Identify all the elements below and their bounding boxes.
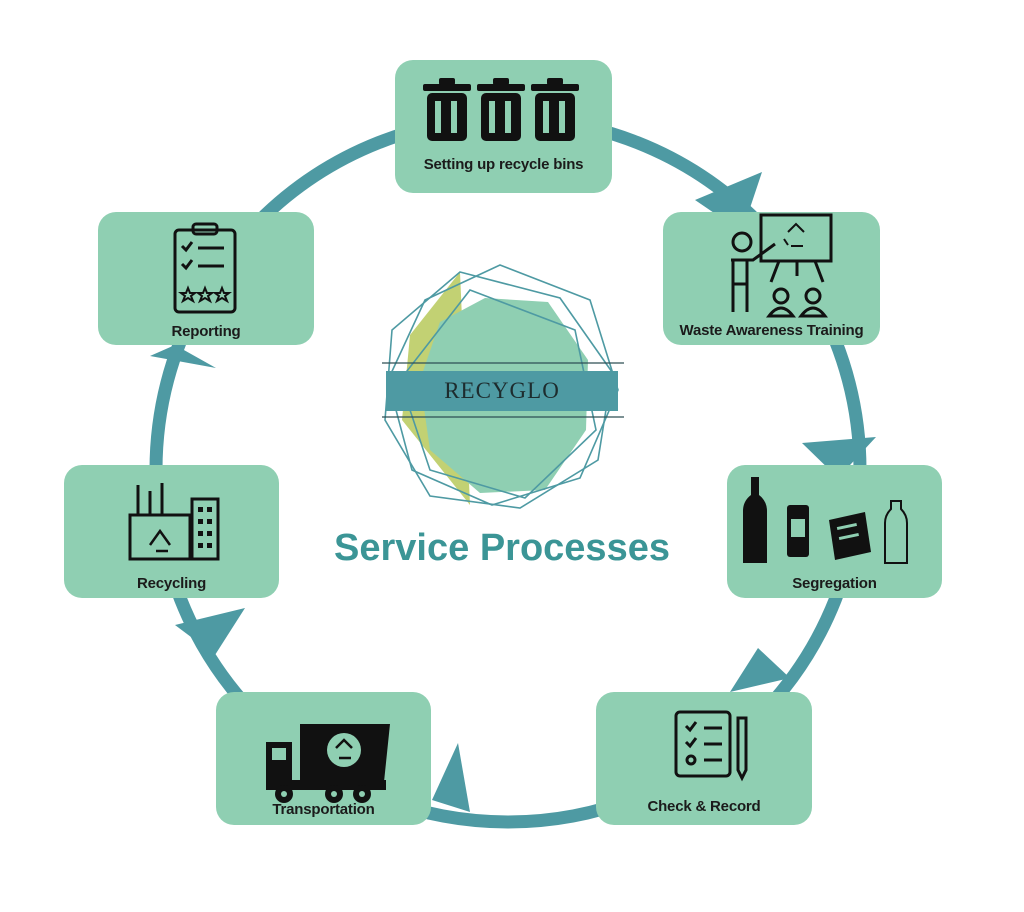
- recyclables-icon: [743, 477, 908, 564]
- arrow-4-icon: [432, 743, 470, 812]
- step-label: Check & Record: [647, 798, 761, 815]
- arrow-6-icon: [150, 345, 216, 368]
- step-transportation: Transportation: [216, 692, 431, 825]
- presentation-icon: [731, 213, 833, 318]
- step-label: Setting up recycle bins: [423, 156, 584, 173]
- step-label: Reporting: [171, 323, 241, 340]
- step-setting-up-recycle-bins: Setting up recycle bins: [395, 60, 612, 193]
- brand-banner: RECYGLO: [386, 371, 618, 411]
- step-check-and-record: Check & Record: [596, 692, 812, 825]
- step-label: Waste Awareness Training: [679, 322, 864, 339]
- step-label: Transportation: [272, 801, 375, 818]
- step-label: Recycling: [136, 575, 207, 592]
- step-reporting: Reporting: [98, 212, 314, 345]
- step-segregation: Segregation: [727, 465, 942, 598]
- arrow-3-icon: [730, 648, 790, 692]
- step-label: Segregation: [792, 575, 877, 592]
- step-waste-awareness-training: Waste Awareness Training: [663, 212, 880, 345]
- arrow-5-icon: [175, 608, 245, 655]
- clipboard-icon: [173, 222, 237, 314]
- truck-icon: [266, 724, 390, 803]
- arrow-2-icon: [802, 437, 876, 478]
- diagram-title: Service Processes: [334, 527, 670, 569]
- checklist-icon: [674, 710, 748, 782]
- step-recycling: Recycling: [64, 465, 279, 598]
- factory-icon: [128, 483, 220, 561]
- trash-bins-icon: [423, 78, 579, 141]
